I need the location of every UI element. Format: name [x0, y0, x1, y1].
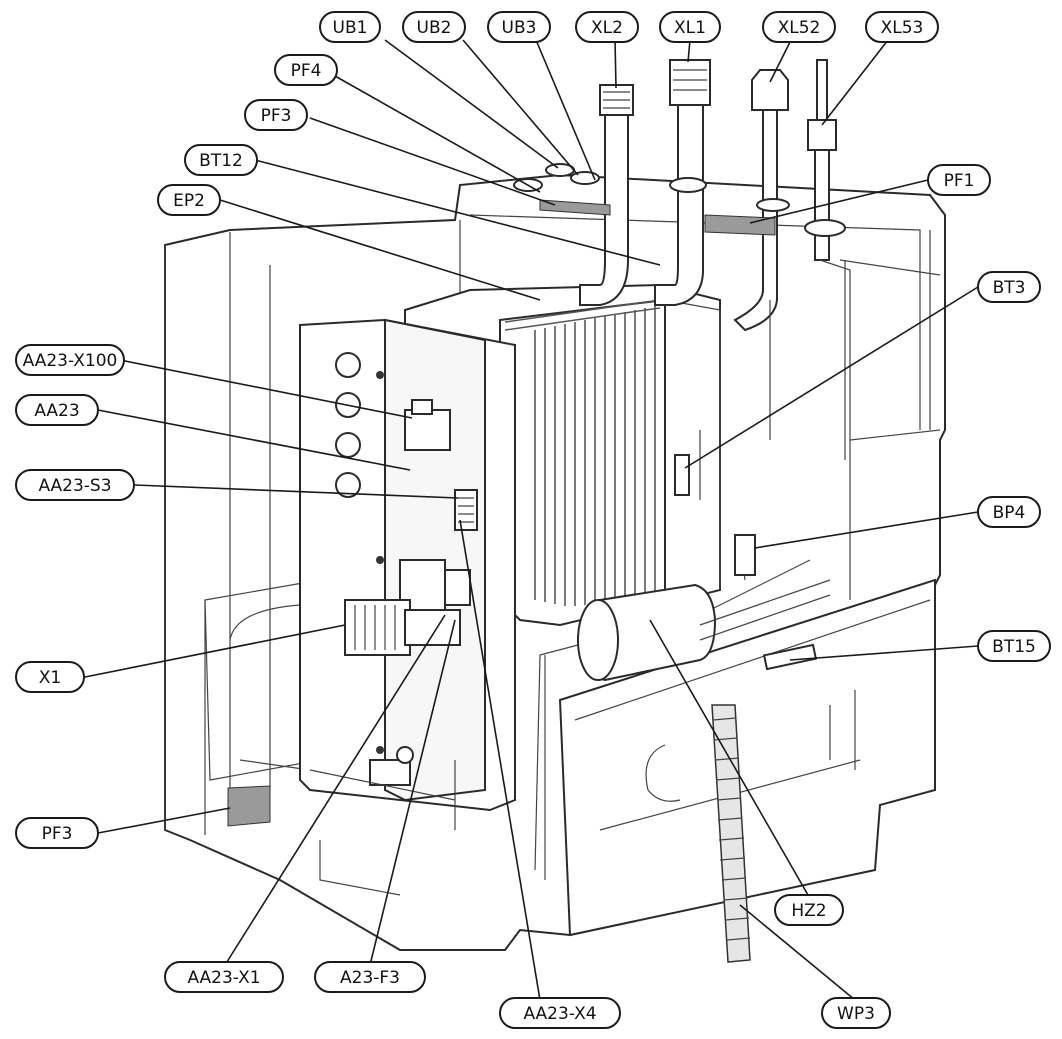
leader-bp4 — [754, 511, 979, 549]
label-aa23-x1: AA23-X1 — [164, 961, 284, 993]
leader-hz2 — [649, 619, 809, 896]
callout-text: PF1 — [944, 171, 975, 191]
condensate-tray — [558, 578, 936, 937]
leader-ub1 — [384, 39, 559, 169]
leader-pf3-bottom — [97, 807, 231, 834]
label-xl53: XL53 — [865, 11, 939, 43]
leader-aa23 — [97, 409, 411, 471]
leader-aa23-x1 — [224, 614, 446, 966]
label-bt12: BT12 — [184, 144, 258, 176]
leader-pf1 — [749, 179, 929, 224]
rating-plate-pf1 — [704, 214, 776, 236]
sensor-bt3 — [674, 454, 690, 496]
left-shell — [164, 232, 271, 835]
sensor-bt15 — [762, 643, 818, 671]
callout-text: HZ2 — [791, 901, 826, 921]
callout-text: XL52 — [778, 18, 821, 38]
leader-pf3-top — [309, 117, 556, 206]
label-aa23-s3: AA23-S3 — [15, 469, 135, 501]
leader-ub3 — [535, 39, 596, 181]
leader-ub2 — [462, 39, 579, 176]
leader-wp3 — [739, 904, 856, 1001]
leader-aa23-x100 — [119, 359, 413, 419]
pipe-xl2 — [579, 109, 629, 306]
label-aa23: AA23 — [15, 394, 99, 426]
leader-xl53 — [821, 39, 889, 126]
label-a23-f3: A23-F3 — [314, 961, 426, 993]
callout-text: UB3 — [502, 18, 537, 38]
callout-text: AA23-X100 — [23, 351, 118, 371]
pipe-xl1 — [654, 99, 704, 306]
unit-illustration — [164, 59, 946, 963]
label-pf3-top: PF3 — [244, 99, 308, 131]
leader-xl2 — [614, 39, 617, 89]
leader-aa23-x4 — [459, 519, 541, 1001]
callout-text: A23-F3 — [340, 968, 400, 988]
label-aa23-x100: AA23-X100 — [15, 344, 125, 376]
callout-text: UB2 — [417, 18, 452, 38]
leader-x1 — [84, 624, 346, 678]
label-ub1: UB1 — [319, 11, 381, 43]
label-pf4: PF4 — [274, 54, 338, 86]
label-x1: X1 — [15, 661, 85, 693]
label-ub2: UB2 — [402, 11, 466, 43]
callout-text: XL1 — [674, 18, 706, 38]
callout-text: PF4 — [291, 61, 322, 81]
label-aa23-x4: AA23-X4 — [499, 997, 621, 1029]
callout-text: EP2 — [173, 191, 205, 211]
label-ep2: EP2 — [157, 184, 221, 216]
label-wp3: WP3 — [821, 997, 891, 1029]
callout-text: AA23 — [34, 401, 79, 421]
leader-a23-f3 — [369, 619, 456, 966]
filter-dryer — [534, 579, 831, 880]
label-bt3: BT3 — [977, 271, 1041, 303]
callout-text: BP4 — [993, 503, 1026, 523]
rating-plate-pf3-bottom — [227, 785, 271, 827]
callout-text: UB1 — [333, 18, 368, 38]
pipe-connections — [513, 59, 851, 611]
leader-bt15 — [789, 645, 979, 661]
callout-text: XL53 — [881, 18, 924, 38]
label-xl2: XL2 — [575, 11, 639, 43]
leader-bt3 — [684, 286, 979, 469]
callout-text: XL2 — [591, 18, 623, 38]
pipe-xl52 — [733, 104, 778, 332]
label-xl1: XL1 — [659, 11, 721, 43]
electrical-box — [299, 318, 516, 896]
leader-lines — [84, 39, 979, 1001]
drain-hose-wp3 — [711, 704, 751, 963]
callout-text: BT12 — [199, 151, 243, 171]
leader-ep2 — [219, 199, 541, 301]
label-bp4: BP4 — [977, 496, 1041, 528]
leader-xl1 — [687, 39, 691, 63]
label-bt15: BT15 — [977, 630, 1051, 662]
callout-labels: UB1 UB2 UB3 XL2 XL1 XL52 XL53 PF4 PF3 BT… — [15, 11, 1051, 1029]
label-pf3-bottom: PF3 — [15, 817, 99, 849]
label-xl52: XL52 — [762, 11, 836, 43]
label-ub3: UB3 — [487, 11, 551, 43]
callout-text: BT15 — [992, 637, 1036, 657]
leader-bt12 — [254, 159, 661, 266]
callout-text: X1 — [39, 668, 61, 688]
callout-text: AA23-S3 — [38, 476, 111, 496]
rear-frame — [459, 214, 941, 460]
callout-text: BT3 — [993, 278, 1026, 298]
label-pf1: PF1 — [927, 164, 991, 196]
label-hz2: HZ2 — [774, 894, 844, 926]
exchanger-plates — [504, 299, 661, 606]
leader-pf4 — [334, 75, 541, 193]
callout-text: AA23-X1 — [187, 968, 260, 988]
callout-text: PF3 — [261, 106, 292, 126]
callout-text: PF3 — [42, 824, 73, 844]
callout-text: AA23-X4 — [523, 1004, 596, 1024]
pipe-xl53 — [816, 59, 828, 121]
leader-aa23-s3 — [134, 484, 459, 499]
leader-xl52 — [769, 39, 792, 83]
callout-text: WP3 — [837, 1004, 875, 1024]
